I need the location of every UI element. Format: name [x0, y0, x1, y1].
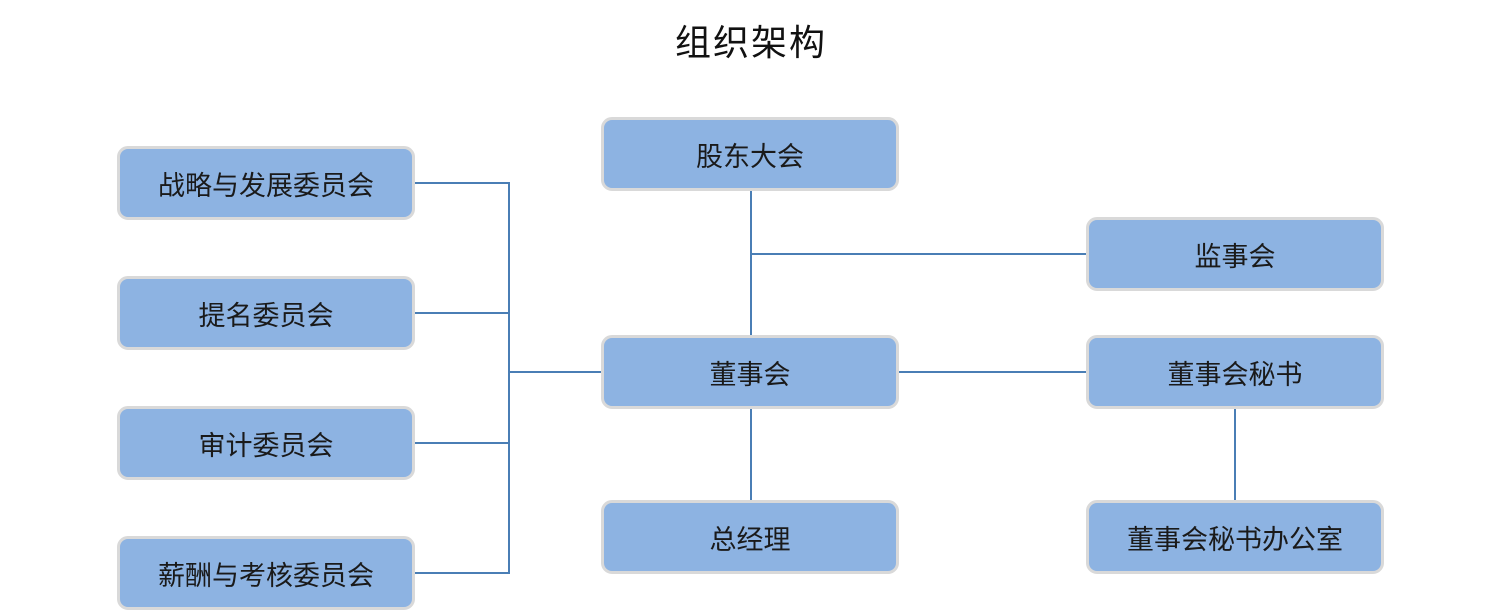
connector-nomination [413, 312, 510, 314]
node-supervisory-board: 监事会 [1086, 217, 1384, 291]
connector-secretary-to-office [1234, 406, 1236, 503]
connector-compensation [413, 572, 510, 574]
node-board-secretary: 董事会秘书 [1086, 335, 1384, 409]
node-board-of-directors: 董事会 [601, 335, 899, 409]
connector-strategy [413, 182, 510, 184]
node-strategy-committee: 战略与发展委员会 [117, 146, 415, 220]
connector-board-to-secretary [898, 371, 1090, 373]
connector-board-to-gm [750, 406, 752, 503]
connector-to-supervisory [750, 253, 1090, 255]
node-board-secretary-office: 董事会秘书办公室 [1086, 500, 1384, 574]
connector-shareholders-to-board [750, 188, 752, 338]
connector-audit [413, 442, 510, 444]
chart-title: 组织架构 [674, 23, 827, 64]
node-general-manager: 总经理 [601, 500, 899, 574]
connector-bus-to-board [508, 371, 604, 373]
connector-committee-bus [508, 182, 510, 574]
node-shareholders-meeting: 股东大会 [601, 117, 899, 191]
node-audit-committee: 审计委员会 [117, 406, 415, 480]
node-compensation-committee: 薪酬与考核委员会 [117, 536, 415, 610]
node-nomination-committee: 提名委员会 [117, 276, 415, 350]
